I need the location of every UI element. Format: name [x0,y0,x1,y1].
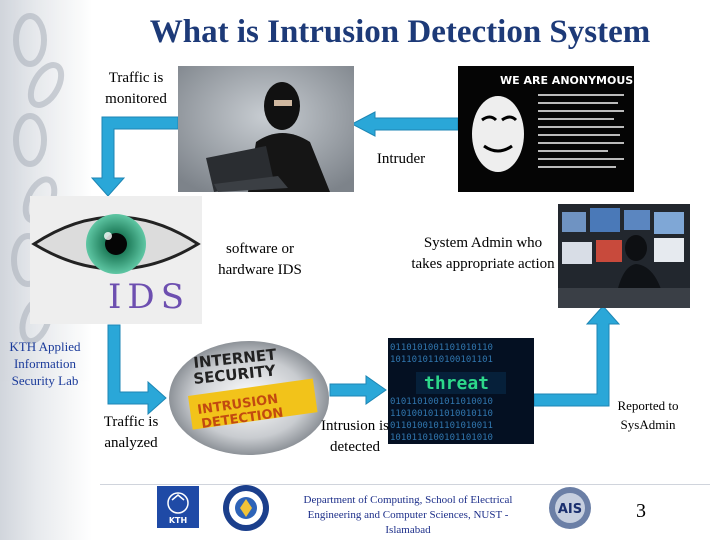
label-traffic-monitored: Traffic is monitored [105,70,167,107]
anonymous-headline: WE ARE ANONYMOUS [500,74,633,87]
svg-text:1101001011010010110: 1101001011010010110 [390,409,493,419]
arrow-hacker-to-eye [90,116,179,197]
ids-eye-image: IDS [30,196,202,324]
kth-logo-text: KTH [169,516,187,525]
hacker-image [178,66,354,192]
sysadmin-image [558,204,690,308]
svg-text:1011010110100101101: 1011010110100101101 [390,355,493,365]
kth-logo: KTH [157,486,199,528]
label-reported: Reported to SysAdmin [617,398,679,432]
arrow-eye-to-disc [107,324,167,416]
footer-divider [100,484,710,485]
svg-text:1010110100101101010: 1010110100101101010 [390,433,493,443]
slide-title: What is Intrusion Detection System [149,14,651,50]
anonymous-image: WE ARE ANONYMOUS [458,66,634,192]
nust-logo [222,484,270,532]
label-traffic-analyzed: Traffic is analyzed [103,414,159,451]
label-software-ids: software or hardware IDS [218,241,302,278]
ais-logo-text: AIS [558,502,582,517]
arrow-disc-to-threat [329,375,387,405]
arrow-anonymous-to-hacker [350,111,459,137]
label-kth-lab: KTH Applied Information Security Lab [9,339,81,388]
svg-text:0110101001101010110: 0110101001101010110 [390,343,493,353]
arrow-threat-to-sysadmin [533,305,621,407]
label-intrusion-detected: Intrusion is detected [321,418,389,455]
svg-text:0110100101101010011: 0110100101101010011 [390,421,493,431]
page-number: 3 [636,500,646,522]
threat-word: threat [424,373,489,394]
svg-text:0101101001011010010: 0101101001011010010 [390,397,493,407]
threat-image: 0110101001101010110 1011010110100101101 … [388,338,534,444]
footer-department: Department of Computing, School of Elect… [303,494,513,536]
ais-logo: AIS [547,486,593,530]
ids-text: IDS [108,277,190,317]
label-intruder: Intruder [376,151,426,167]
label-sysadmin: System Admin who takes appropriate actio… [411,235,555,272]
intrusion-detection-disc-image: INTERNET SECURITY INTRUSION DETECTION [168,338,330,456]
